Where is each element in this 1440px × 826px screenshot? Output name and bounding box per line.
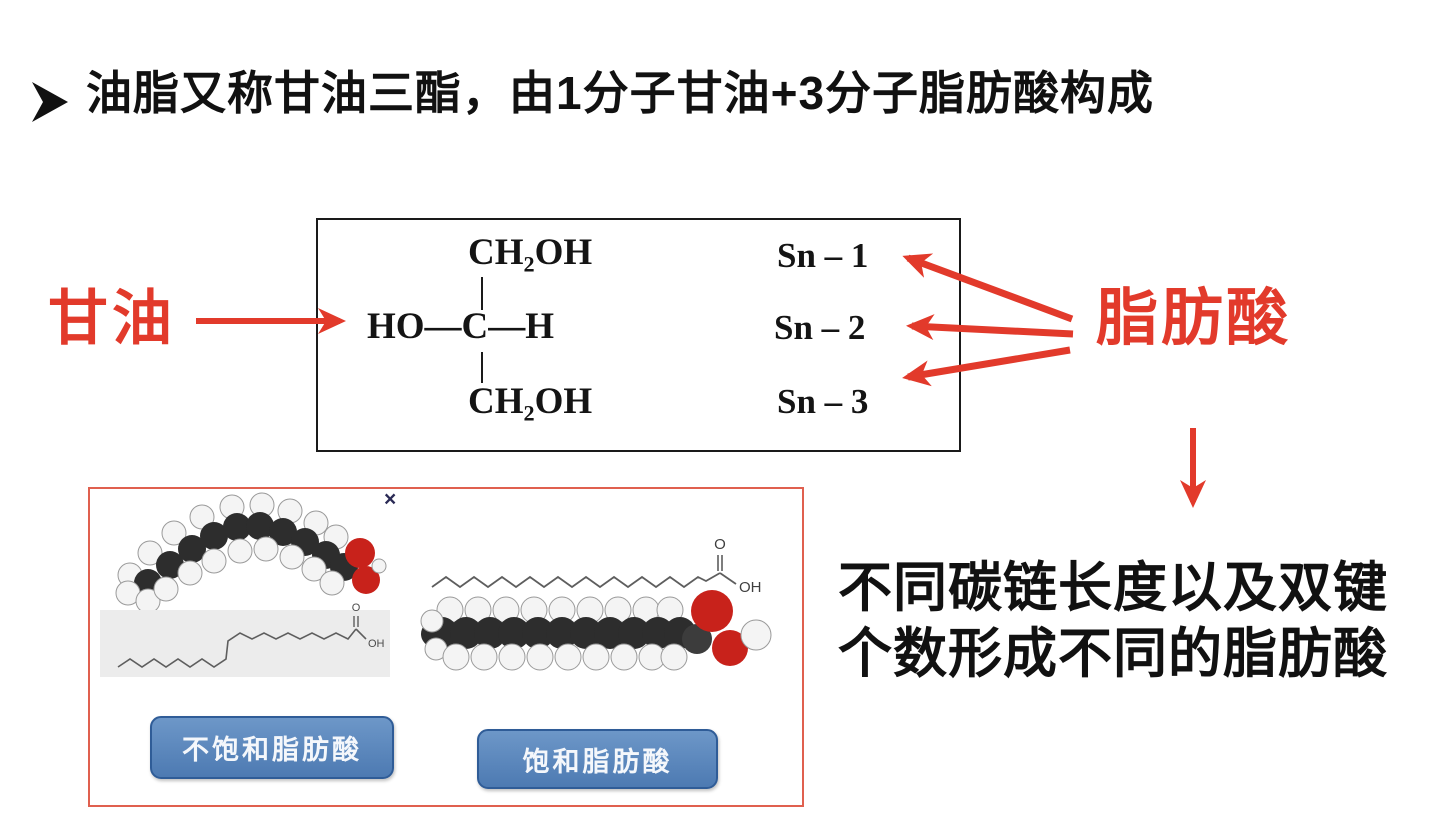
note-text: 不同碳链长度以及双键 个数形成不同的脂肪酸 <box>838 556 1388 688</box>
fatty-acid-label: 脂肪酸 <box>1096 284 1292 353</box>
unsaturated-fatty-acid-button[interactable]: 不饱和脂肪酸 <box>150 716 394 779</box>
right-formula-o-label: O <box>714 536 726 553</box>
glycerol-label: 甘油 <box>48 285 176 352</box>
skeletal-formula-right: O OH <box>431 536 762 596</box>
close-icon[interactable]: × <box>384 488 397 511</box>
saturated-molecule-model <box>420 590 772 671</box>
page-title: 油脂又称甘油三酯，由1分子甘油+3分子脂肪酸构成 <box>86 67 1155 119</box>
bond-line-top <box>481 277 483 310</box>
unsaturated-molecule-model <box>115 492 387 614</box>
left-formula-oh-label: OH <box>368 638 385 650</box>
formula-ho-c-h: HO—C—H <box>367 306 555 347</box>
bond-line-bottom <box>481 352 483 383</box>
formula-ch2oh-bottom: CH₂OH <box>468 381 593 422</box>
left-formula-o-label: O <box>352 602 361 614</box>
right-formula-oh-label: OH <box>739 579 762 596</box>
skeletal-formula-left: O OH <box>100 602 390 677</box>
arrow-bullet-icon <box>32 82 68 122</box>
glycerol-structure-box: CH₂OH HO—C—H CH₂OH Sn – 1 Sn – 2 Sn – 3 <box>316 218 961 452</box>
molecule-illustrations: O OH O OH <box>100 492 772 677</box>
fatty-acid-image-panel: O OH O OH <box>88 487 804 807</box>
note-line-2: 个数形成不同的脂肪酸 <box>838 623 1388 684</box>
sn2-label: Sn – 2 <box>774 308 866 347</box>
saturated-fatty-acid-button[interactable]: 饱和脂肪酸 <box>477 729 718 789</box>
note-line-1: 不同碳链长度以及双键 <box>838 558 1388 618</box>
formula-ch2oh-top: CH₂OH <box>468 232 593 273</box>
sn1-label: Sn – 1 <box>777 236 869 275</box>
title-row: 油脂又称甘油三酯，由1分子甘油+3分子脂肪酸构成 <box>28 66 1154 128</box>
sn3-label: Sn – 3 <box>777 382 869 421</box>
